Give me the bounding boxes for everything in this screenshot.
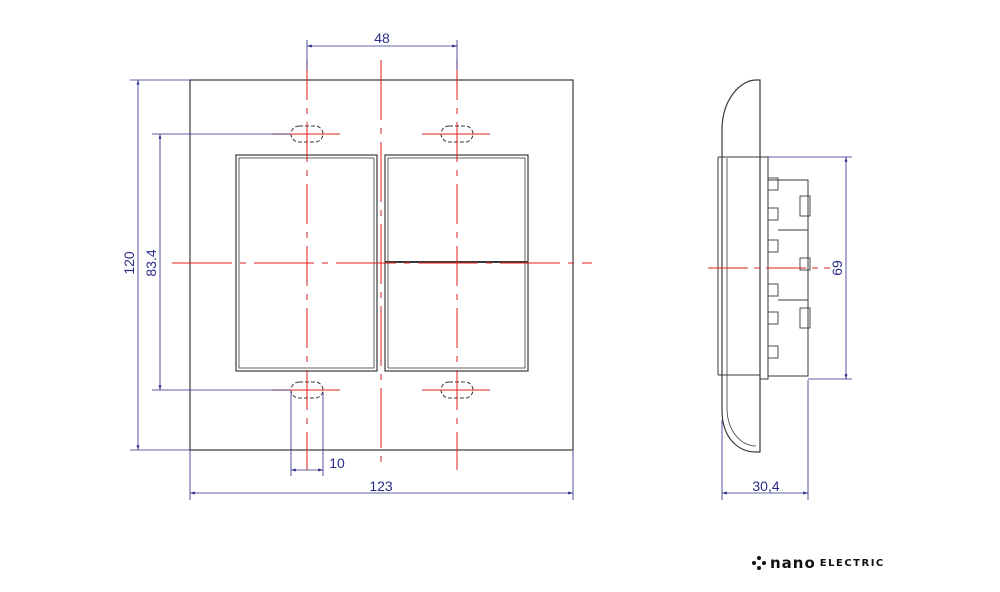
brand-tagline: ELECTRIC (819, 557, 885, 569)
side-view: 69 30,4 (708, 79, 852, 500)
height-outer-label: 120 (121, 251, 137, 275)
dimension-pitch: 48 (306, 30, 458, 70)
height-inner-label: 83.4 (143, 249, 159, 276)
side-height-label: 69 (829, 260, 845, 276)
front-view: 48 120 83.4 10 123 (121, 30, 592, 500)
dimension-slot-width: 10 (290, 392, 345, 476)
dimension-side-height: 69 (768, 156, 852, 380)
centerlines (172, 60, 592, 470)
dimension-height-outer: 120 (121, 79, 190, 451)
logo-dots-icon (752, 556, 766, 570)
dimension-width-outer: 123 (189, 450, 574, 500)
dimension-depth: 30,4 (721, 380, 809, 500)
brand-name: nano (770, 554, 816, 572)
pitch-label: 48 (374, 30, 390, 46)
width-outer-label: 123 (369, 478, 393, 494)
dimension-height-inner: 83.4 (143, 133, 290, 391)
depth-label: 30,4 (752, 478, 779, 494)
slot-width-label: 10 (329, 455, 345, 471)
side-cover-plate (721, 79, 761, 453)
brand-logo: nano ELECTRIC (752, 553, 885, 573)
